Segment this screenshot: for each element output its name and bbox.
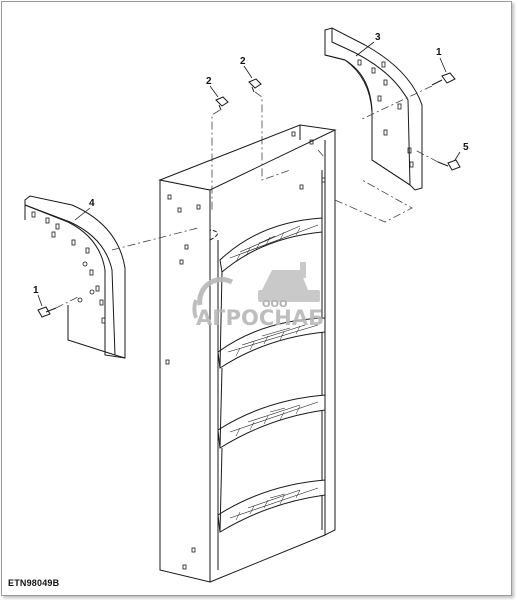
step-treads	[217, 217, 326, 533]
assembly-lines	[55, 85, 439, 309]
bolt-5	[437, 159, 461, 171]
callout-4: 4	[89, 198, 95, 209]
part-3-right-guard	[324, 27, 423, 191]
nut-2-right	[248, 78, 262, 93]
callout-2-left: 2	[206, 76, 212, 87]
gear-logo-icon	[192, 276, 234, 319]
bolt-1-top	[431, 72, 456, 86]
tractor-logo-icon	[258, 262, 320, 302]
watermark-prefix: ООО	[262, 299, 288, 310]
nut-2-left	[215, 96, 229, 111]
callout-1-top: 1	[436, 47, 442, 58]
callout-5: 5	[463, 142, 469, 153]
reference-code: ETN98049B	[8, 578, 60, 588]
callout-1-left: 1	[33, 285, 39, 296]
part-4-left-guard	[24, 195, 126, 359]
callout-leaders	[37, 41, 461, 307]
callout-2-right: 2	[240, 56, 246, 67]
company-watermark: ООО АГРОСНАБ	[192, 262, 324, 330]
watermark-company-name: АГРОСНАБ	[196, 306, 324, 330]
bolt-1-left	[37, 306, 57, 318]
callout-3: 3	[375, 32, 381, 43]
